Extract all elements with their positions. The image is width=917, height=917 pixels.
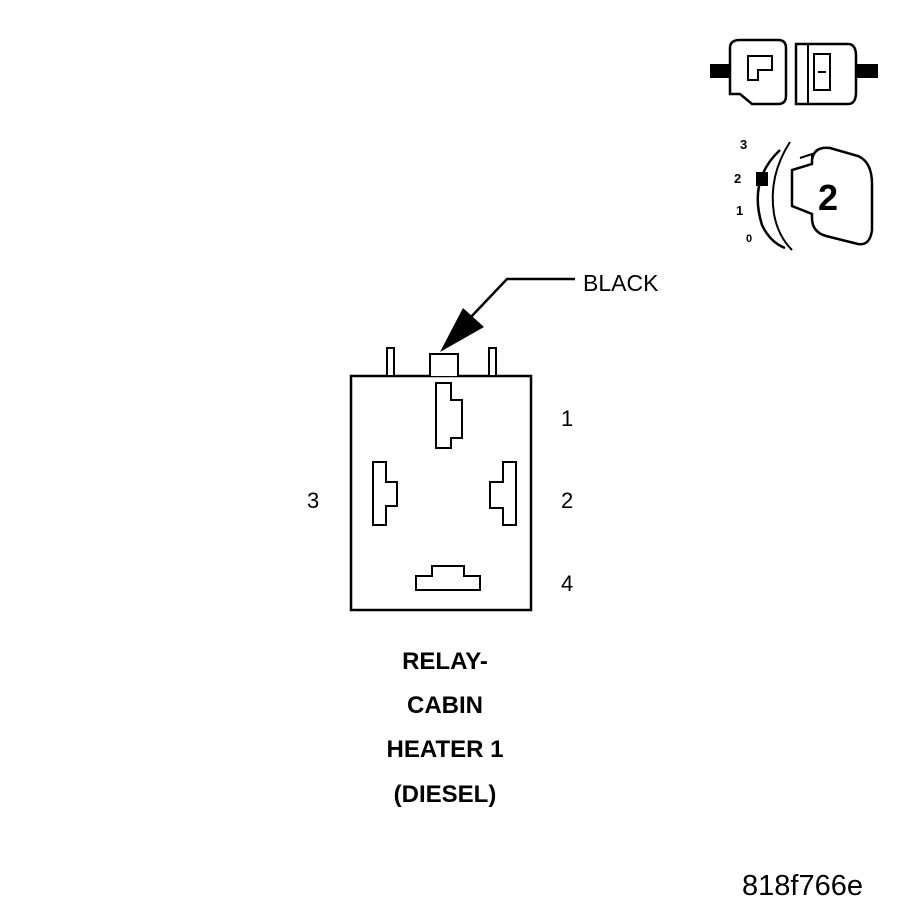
terminal-4 [415,565,481,591]
position-label-0: 0 [746,233,753,245]
position-label-3: 3 [740,137,748,152]
position-label-2: 2 [734,171,742,186]
title-line-3: HEATER 1 [386,736,504,763]
black-leader-line [440,277,575,352]
title-line-2: CABIN [407,692,483,719]
pin-label-1: 1 [561,406,574,431]
pin-label-2: 2 [561,488,574,513]
pin-label-3: 3 [307,488,320,513]
wire-color-label: BLACK [583,270,659,296]
title-line-4: (DIESEL) [393,781,497,808]
connector-view-number: 2 [818,177,839,218]
connector-mating-icon [710,38,878,106]
terminal-3 [372,461,398,526]
terminal-1 [435,382,463,449]
connector-view-icon [756,141,874,251]
position-label-1: 1 [736,203,744,218]
title-line-1: RELAY- [402,648,488,675]
terminal-2 [489,461,517,526]
pin-label-4: 4 [561,571,574,596]
figure-id: 818f766e [742,870,863,902]
